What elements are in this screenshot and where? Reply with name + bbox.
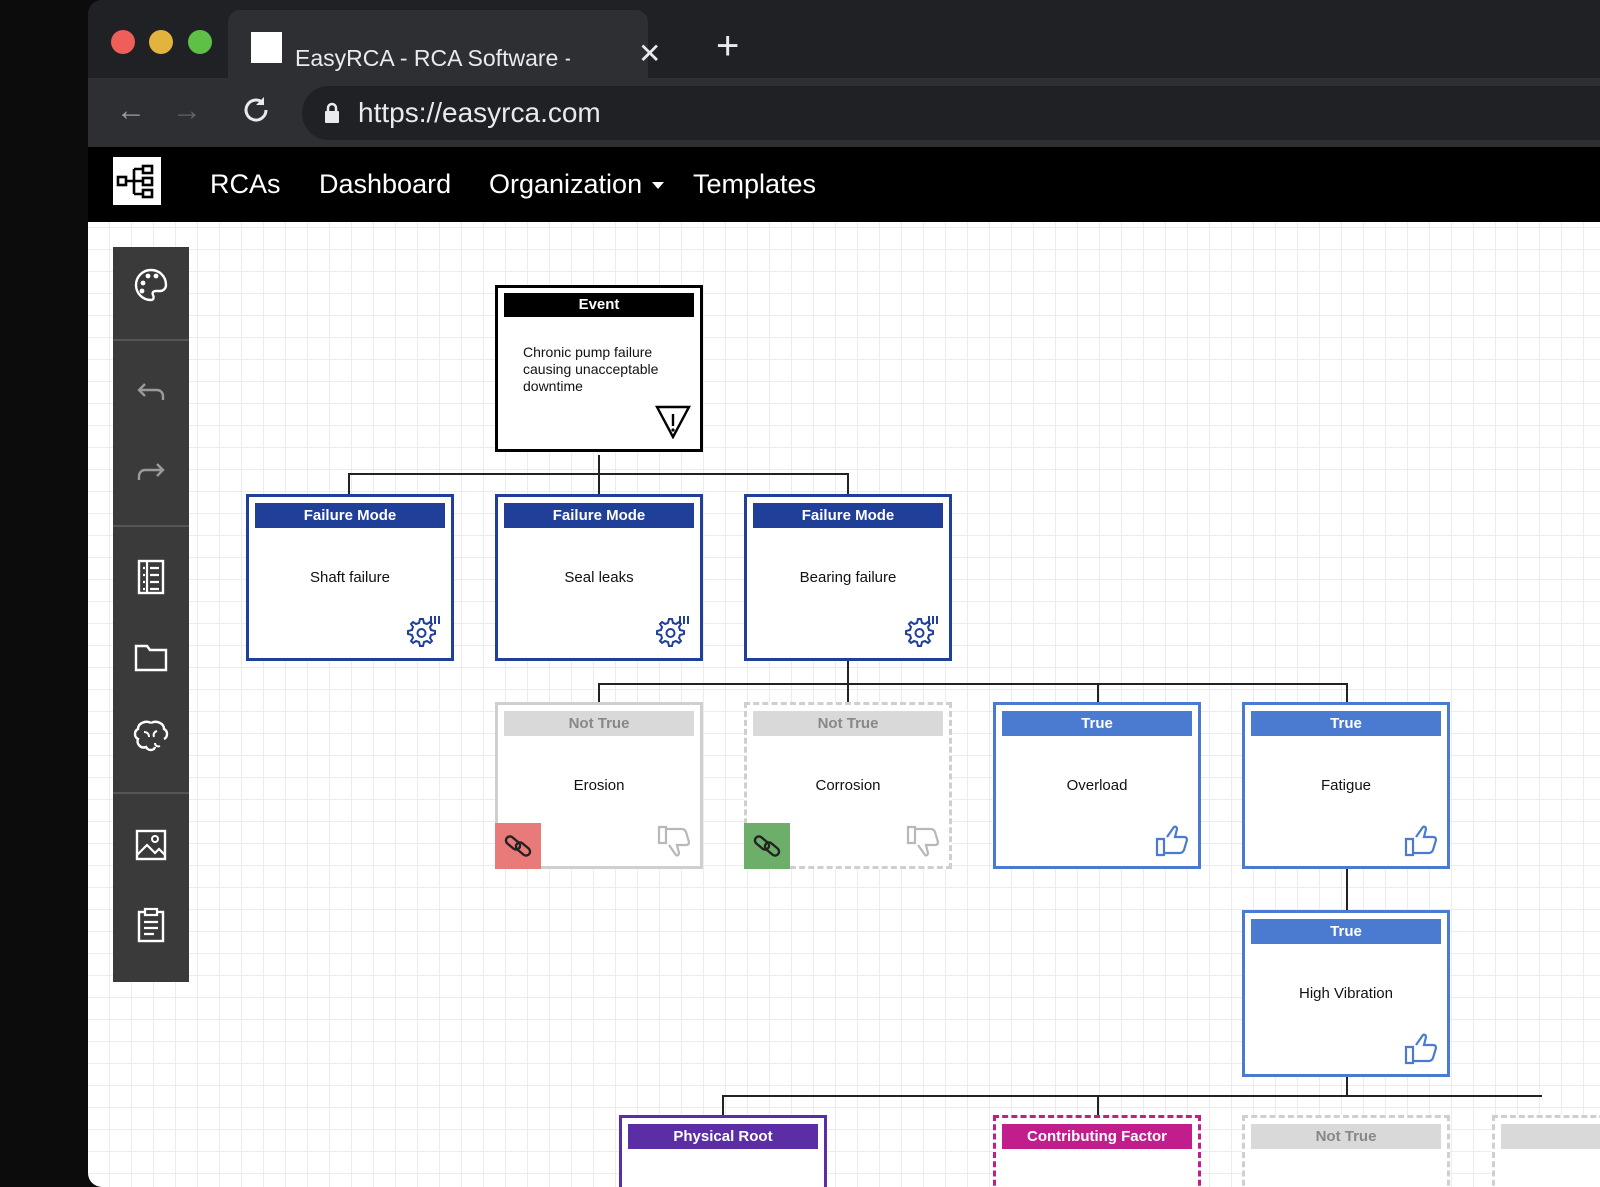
toolbar-divider bbox=[113, 339, 189, 341]
connector-line bbox=[847, 473, 849, 497]
root-card[interactable]: Physical Root bbox=[619, 1115, 827, 1187]
thumbs-down-icon[interactable] bbox=[656, 823, 692, 864]
hypothesis-card[interactable]: True Fatigue bbox=[1242, 702, 1450, 869]
lock-icon bbox=[324, 102, 340, 129]
warning-icon[interactable] bbox=[655, 405, 691, 444]
connector-line bbox=[1097, 683, 1099, 705]
tab-bar: EasyRCA - RCA Software - RCA Tool ✕ + bbox=[88, 0, 1600, 78]
gear-icon[interactable] bbox=[902, 613, 940, 654]
toolbar-divider bbox=[113, 792, 189, 794]
nav-organization-label: Organization bbox=[489, 169, 643, 199]
failure-mode-card[interactable]: Failure Mode Bearing failure bbox=[744, 494, 952, 661]
connector-line bbox=[348, 473, 350, 497]
close-window-button[interactable] bbox=[111, 30, 135, 54]
favicon-icon bbox=[251, 32, 282, 63]
connector-line bbox=[1346, 868, 1348, 912]
hypothesis-header: Not True bbox=[504, 711, 694, 736]
reload-icon[interactable] bbox=[240, 94, 272, 132]
new-tab-icon[interactable]: + bbox=[716, 24, 740, 68]
folder-icon[interactable] bbox=[131, 637, 171, 677]
thumbs-up-icon[interactable] bbox=[1403, 823, 1439, 864]
event-text: Chronic pump failure causing unacceptabl… bbox=[523, 344, 659, 394]
hypothesis-text: Corrosion bbox=[815, 777, 881, 794]
failure-mode-header: Failure Mode bbox=[753, 503, 943, 528]
gear-icon[interactable] bbox=[404, 613, 442, 654]
connector-line bbox=[722, 1095, 1542, 1097]
nav-rcas[interactable]: RCAs bbox=[210, 169, 281, 199]
hypothesis-card[interactable]: Not True Erosion bbox=[495, 702, 703, 869]
hypothesis-header: Not True bbox=[753, 711, 943, 736]
link-icon[interactable] bbox=[495, 823, 541, 869]
rca-canvas[interactable]: Event Chronic pump failure causing unacc… bbox=[88, 222, 1600, 1187]
side-toolbar bbox=[113, 247, 189, 982]
event-card[interactable]: Event Chronic pump failure causing unacc… bbox=[495, 285, 703, 452]
browser-window: EasyRCA - RCA Software - RCA Tool ✕ + ← … bbox=[88, 0, 1600, 1187]
app-navbar: RCAs Dashboard Organization Templates bbox=[88, 147, 1600, 222]
thumbs-up-icon[interactable] bbox=[1154, 823, 1190, 864]
nav-dashboard[interactable]: Dashboard bbox=[319, 169, 452, 199]
back-icon[interactable]: ← bbox=[116, 94, 146, 127]
clipboard-icon[interactable] bbox=[131, 905, 171, 945]
maximize-window-button[interactable] bbox=[188, 30, 212, 54]
hypothesis-text: Overload bbox=[1066, 777, 1128, 794]
thumbs-up-icon[interactable] bbox=[1403, 1031, 1439, 1072]
image-icon[interactable] bbox=[131, 825, 171, 865]
hypothesis-header: True bbox=[1251, 919, 1441, 944]
hypothesis-header: True bbox=[1251, 711, 1441, 736]
root-card[interactable] bbox=[1492, 1115, 1600, 1187]
root-header: Physical Root bbox=[628, 1124, 818, 1149]
hypothesis-text: High Vibration bbox=[1299, 985, 1393, 1002]
failure-mode-card[interactable]: Failure Mode Seal leaks bbox=[495, 494, 703, 661]
connector-line bbox=[1097, 1095, 1099, 1117]
tab-close-icon[interactable]: ✕ bbox=[638, 38, 662, 69]
tab-title: EasyRCA - RCA Software - RCA Tool bbox=[295, 45, 570, 71]
url-bar[interactable]: https://easyrca.com bbox=[302, 86, 1600, 140]
failure-mode-header: Failure Mode bbox=[255, 503, 445, 528]
connector-line bbox=[598, 683, 1348, 685]
connector-line bbox=[1346, 1075, 1348, 1097]
connector-line bbox=[722, 1095, 724, 1117]
hypothesis-card[interactable]: True High Vibration bbox=[1242, 910, 1450, 1077]
redo-icon[interactable] bbox=[131, 452, 171, 492]
root-card[interactable]: Not True bbox=[1242, 1115, 1450, 1187]
address-bar-row: ← → https://easyrca.com bbox=[88, 78, 1600, 147]
hypothesis-text: Fatigue bbox=[1320, 777, 1372, 794]
palette-icon[interactable] bbox=[131, 265, 171, 305]
easyrca-logo-icon[interactable] bbox=[113, 157, 161, 205]
root-header: Not True bbox=[1251, 1124, 1441, 1149]
toolbar-divider bbox=[113, 525, 189, 527]
nav-organization[interactable]: Organization bbox=[489, 169, 665, 199]
connector-line bbox=[847, 660, 849, 685]
root-card[interactable]: Contributing Factor bbox=[993, 1115, 1201, 1187]
minimize-window-button[interactable] bbox=[149, 30, 173, 54]
link-icon[interactable] bbox=[744, 823, 790, 869]
nav-templates[interactable]: Templates bbox=[693, 169, 817, 199]
hypothesis-card[interactable]: Not True Corrosion bbox=[744, 702, 952, 869]
caret-down-icon bbox=[652, 182, 665, 190]
hypothesis-text: Erosion bbox=[573, 777, 625, 794]
thumbs-down-icon[interactable] bbox=[905, 823, 941, 864]
connector-line bbox=[598, 455, 600, 475]
root-header-partial bbox=[1501, 1124, 1600, 1149]
hypothesis-card[interactable]: True Overload bbox=[993, 702, 1201, 869]
failure-mode-text: Seal leaks bbox=[564, 569, 634, 586]
event-header: Event bbox=[504, 293, 694, 317]
undo-icon[interactable] bbox=[131, 372, 171, 412]
root-header: Contributing Factor bbox=[1002, 1124, 1192, 1149]
failure-mode-header: Failure Mode bbox=[504, 503, 694, 528]
failure-mode-text: Shaft failure bbox=[309, 569, 391, 586]
connector-line bbox=[1346, 683, 1348, 705]
url-text: https://easyrca.com bbox=[358, 97, 601, 128]
connector-line bbox=[598, 473, 600, 497]
browser-tab[interactable]: EasyRCA - RCA Software - RCA Tool ✕ bbox=[228, 10, 661, 78]
checklist-icon[interactable] bbox=[131, 557, 171, 597]
connector-line bbox=[598, 683, 600, 705]
connector-line bbox=[847, 683, 849, 705]
failure-mode-card[interactable]: Failure Mode Shaft failure bbox=[246, 494, 454, 661]
failure-mode-text: Bearing failure bbox=[799, 569, 897, 586]
hypothesis-header: True bbox=[1002, 711, 1192, 736]
forward-icon[interactable]: → bbox=[172, 94, 202, 127]
gear-icon[interactable] bbox=[653, 613, 691, 654]
brain-icon[interactable] bbox=[131, 717, 171, 757]
